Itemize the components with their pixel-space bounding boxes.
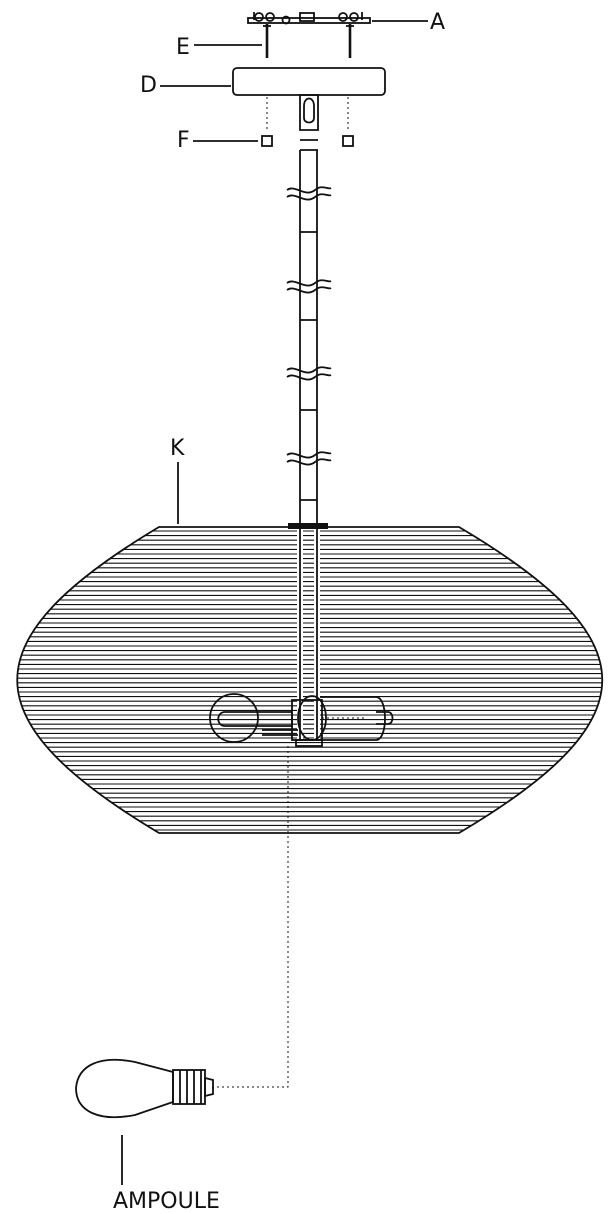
label-bulb: AMPOULE bbox=[113, 1189, 220, 1214]
nut-right bbox=[342, 135, 354, 147]
suspension-loop bbox=[299, 94, 319, 151]
socket-assembly bbox=[209, 529, 394, 747]
light-bulb bbox=[75, 1058, 214, 1119]
shade-rib-lines bbox=[17, 530, 603, 831]
suspension-rod bbox=[299, 150, 318, 527]
bulb-guide-line bbox=[212, 746, 289, 1088]
label-k: K bbox=[170, 436, 185, 461]
canopy bbox=[232, 67, 386, 96]
break-marks bbox=[286, 186, 332, 466]
label-e: E bbox=[176, 35, 190, 60]
label-a: A bbox=[430, 10, 445, 35]
label-d: D bbox=[140, 73, 157, 98]
label-f: F bbox=[177, 128, 190, 153]
screws bbox=[263, 24, 354, 58]
nut-left bbox=[261, 135, 273, 147]
lamp-shade bbox=[16, 523, 603, 834]
mounting-bracket bbox=[247, 12, 371, 25]
